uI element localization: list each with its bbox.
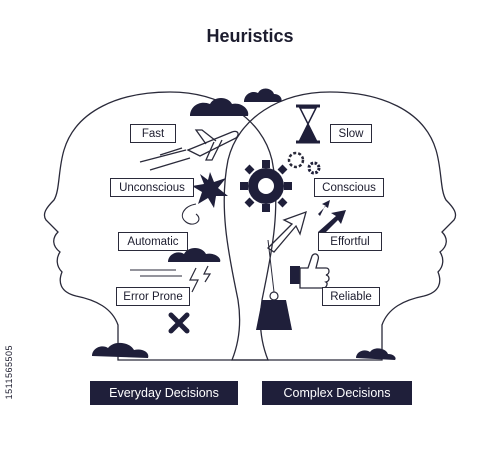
complex-decisions-banner: Complex Decisions bbox=[262, 381, 412, 405]
storm-cloud-icon bbox=[130, 248, 221, 293]
trait-slow: Slow bbox=[330, 124, 372, 143]
cloud-icon bbox=[356, 348, 396, 360]
left-head-outline bbox=[43, 91, 277, 361]
right-head-outline bbox=[223, 91, 457, 361]
airplane-icon bbox=[139, 129, 239, 171]
thumbs-up-icon bbox=[290, 253, 330, 289]
trait-fast: Fast bbox=[130, 124, 176, 143]
trait-reliable: Reliable bbox=[322, 287, 380, 306]
gears-icon bbox=[240, 151, 321, 212]
cloud-icon bbox=[190, 98, 249, 116]
trait-effortful: Effortful bbox=[318, 232, 382, 251]
trait-unconscious: Unconscious bbox=[110, 178, 194, 197]
hourglass-icon bbox=[296, 104, 320, 144]
stock-id: 1511565505 bbox=[4, 345, 14, 400]
trait-error-prone: Error Prone bbox=[116, 287, 190, 306]
page-title: Heuristics bbox=[206, 26, 294, 46]
trait-automatic: Automatic bbox=[118, 232, 188, 251]
cloud-icon bbox=[92, 342, 149, 358]
everyday-decisions-banner: Everyday Decisions bbox=[90, 381, 238, 405]
weight-icon bbox=[256, 239, 292, 330]
growth-arrow-icon bbox=[266, 200, 346, 253]
cloud-icon bbox=[244, 88, 282, 102]
trait-conscious: Conscious bbox=[314, 178, 384, 197]
burst-icon bbox=[181, 172, 228, 225]
x-mark-icon bbox=[168, 312, 190, 334]
